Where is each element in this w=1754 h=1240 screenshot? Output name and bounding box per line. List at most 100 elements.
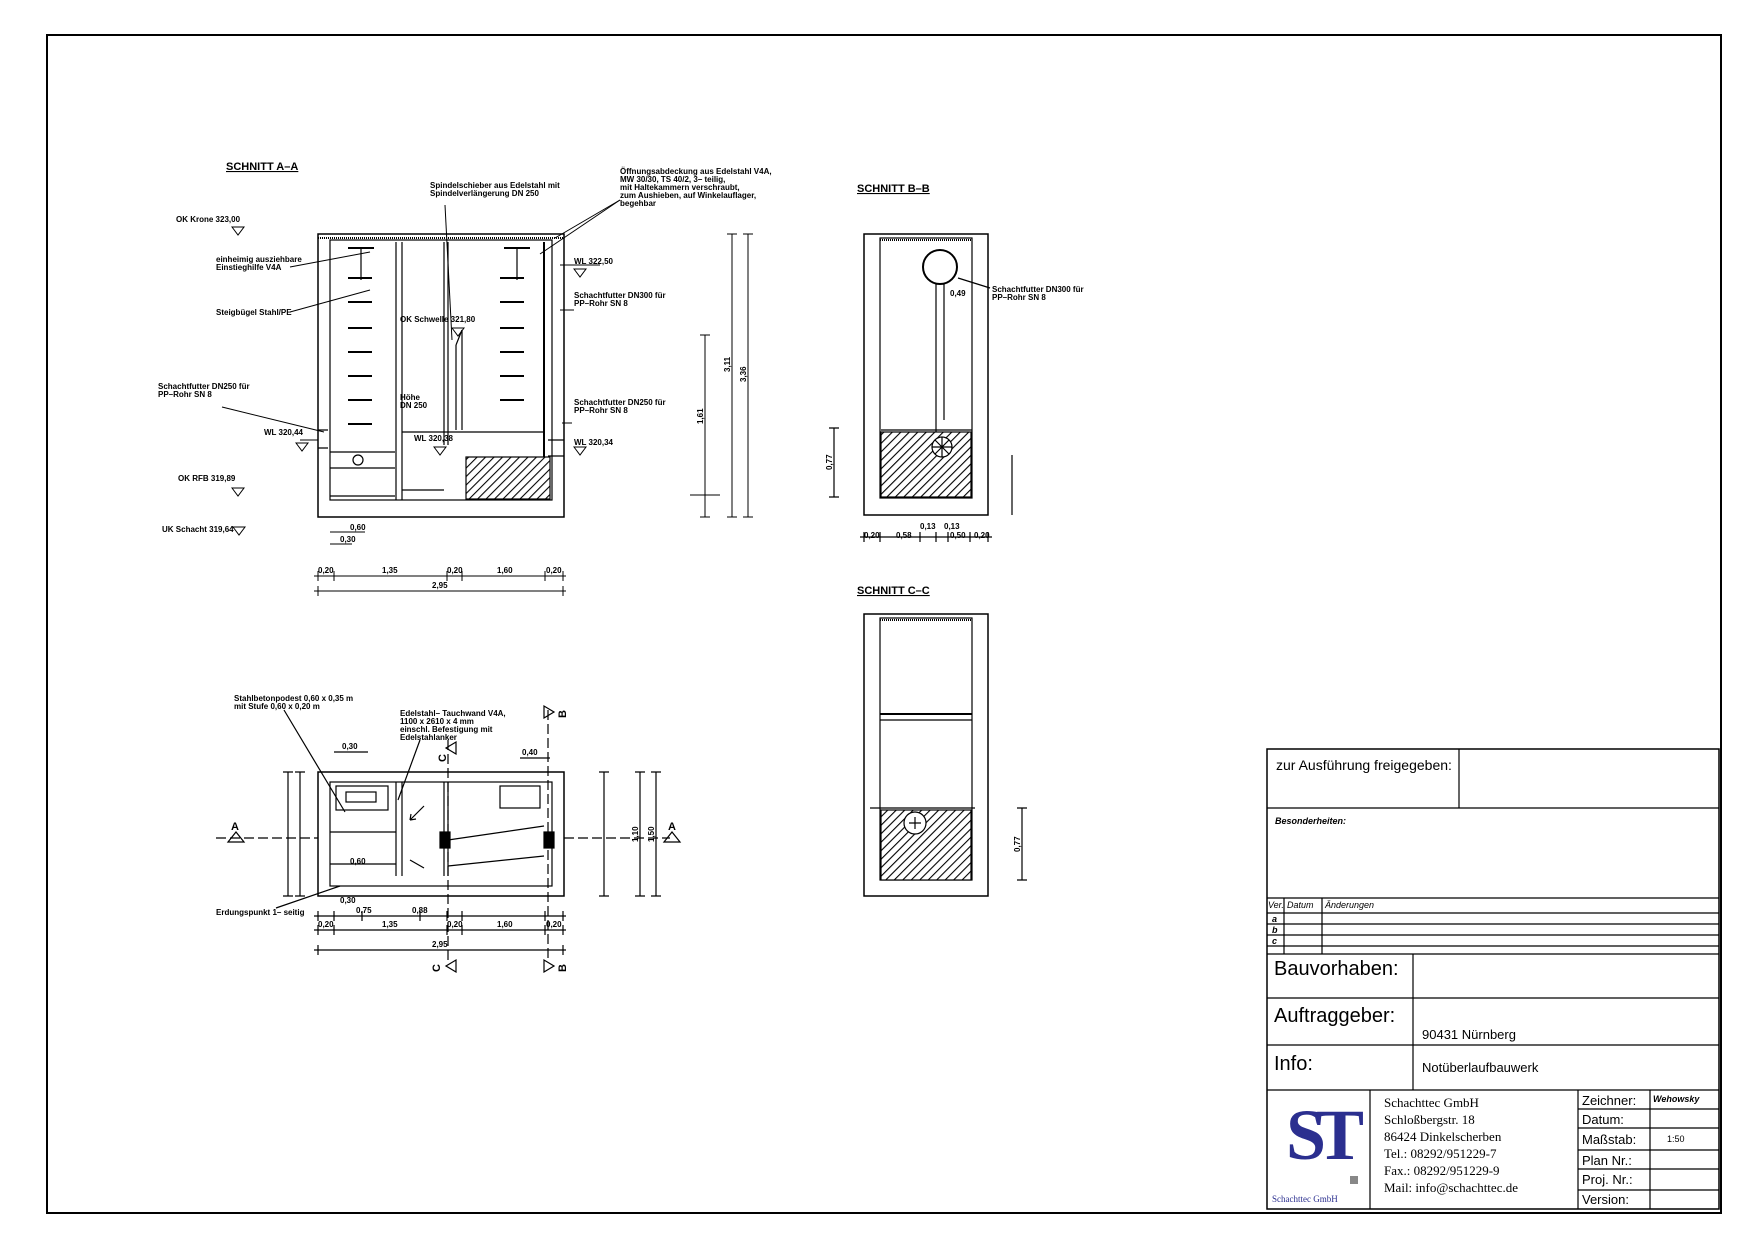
rev-col-aenderungen: Änderungen bbox=[1325, 900, 1375, 910]
label-oeffnung-2: MW 30/30, TS 40/2, 3– teilig, bbox=[620, 175, 725, 184]
label-edelstahl-4: Edelstahlanker bbox=[400, 733, 457, 742]
section-a-title: SCHNITT A–A bbox=[226, 161, 298, 173]
label-uk-schacht: UK Schacht 319,64 bbox=[162, 525, 234, 534]
dim-p-060: 0,60 bbox=[350, 857, 366, 866]
label-edelstahl-2: 1100 x 2610 x 4 mm bbox=[400, 717, 474, 726]
dim-b-013b: 0,13 bbox=[944, 522, 960, 531]
zeichner-value: Wehowsky bbox=[1653, 1094, 1700, 1104]
label-stahlbeton-2: mit Stufe 0,60 x 0,20 m bbox=[234, 702, 320, 711]
label-hoehe-1: Höhe bbox=[400, 393, 421, 402]
dim-b-049: 0,49 bbox=[950, 289, 966, 298]
marker-b-top: B bbox=[557, 710, 569, 718]
dim-p-295: 2,95 bbox=[432, 940, 448, 949]
label-b-schachtfutter-2: PP–Rohr SN 8 bbox=[992, 293, 1046, 302]
label-einstieg-2: Einstieghilfe V4A bbox=[216, 263, 282, 272]
label-wl-320-38: WL 320,38 bbox=[414, 434, 454, 443]
section-b-title: SCHNITT B–B bbox=[857, 183, 930, 195]
dim-a-160: 1,60 bbox=[497, 566, 513, 575]
label-hoehe-2: DN 250 bbox=[400, 401, 428, 410]
rev-col-ver: Ver. bbox=[1268, 900, 1284, 910]
logo-square bbox=[1350, 1176, 1358, 1184]
section-a-drawing bbox=[317, 233, 565, 518]
label-edelstahl-3: einschl. Befestigung mit bbox=[400, 725, 493, 734]
company-logo: ST Schachttec GmbH bbox=[1272, 1094, 1366, 1204]
section-c-drawing bbox=[863, 613, 1027, 897]
datum-label: Datum: bbox=[1582, 1112, 1624, 1127]
dim-p-020a: 0,20 bbox=[318, 920, 334, 929]
dim-a-161: 1,61 bbox=[696, 408, 705, 424]
dim-a-060: 0,60 bbox=[350, 523, 366, 532]
dim-a-020b: 0,20 bbox=[447, 566, 463, 575]
rev-c: c bbox=[1272, 936, 1278, 946]
dim-p-030b: 0,30 bbox=[340, 896, 356, 905]
section-a-dims bbox=[221, 199, 753, 596]
info-value: Notüberlaufbauwerk bbox=[1422, 1060, 1539, 1075]
freigegeben-label: zur Ausführung freigegeben: bbox=[1276, 757, 1452, 773]
rev-b: b bbox=[1272, 925, 1278, 935]
sheet-border bbox=[46, 34, 1722, 1214]
label-oeffnung-1: Öffnungsabdeckung aus Edelstahl V4A, bbox=[620, 167, 772, 176]
marker-c-top: C bbox=[437, 754, 449, 762]
dim-c-077: 0,77 bbox=[1013, 836, 1022, 852]
zeichner-label: Zeichner: bbox=[1582, 1093, 1637, 1108]
dim-p-075: 0,75 bbox=[356, 906, 372, 915]
section-b-drawing bbox=[829, 233, 1013, 542]
label-erdung: Erdungspunkt 1– seitig bbox=[216, 908, 305, 917]
label-spindel-1: Spindelschieber aus Edelstahl mit bbox=[430, 181, 560, 190]
label-wl-322-50: WL 322,50 bbox=[574, 257, 614, 266]
rev-col-datum: Datum bbox=[1287, 900, 1314, 910]
dim-a-030: 0,30 bbox=[340, 535, 356, 544]
label-schachtfutter-l1: Schachtfutter DN250 für bbox=[158, 382, 250, 391]
company-name: Schachttec GmbH bbox=[1384, 1095, 1479, 1110]
version-label: Version: bbox=[1582, 1192, 1629, 1207]
rev-a: a bbox=[1272, 914, 1278, 924]
label-steigbuegel: Steigbügel Stahl/PE bbox=[216, 308, 292, 317]
dim-a-336: 3,36 bbox=[739, 366, 748, 382]
dim-b-020: 0,20 bbox=[864, 531, 880, 540]
besonderheiten-label: Besonderheiten: bbox=[1275, 816, 1347, 826]
label-schachtfutter-dn300-2: PP–Rohr SN 8 bbox=[574, 299, 628, 308]
company-fax: Fax.: 08292/951229-9 bbox=[1384, 1163, 1500, 1178]
label-spindel-2: Spindelverlängerung DN 250 bbox=[430, 189, 539, 198]
dim-b-013a: 0,13 bbox=[920, 522, 936, 531]
label-wl-320-44: WL 320,44 bbox=[264, 428, 304, 437]
dim-a-311: 3,11 bbox=[723, 356, 732, 372]
logo-caption: Schachttec GmbH bbox=[1272, 1194, 1338, 1204]
dim-p-135: 1,35 bbox=[382, 920, 398, 929]
marker-a-right: A bbox=[668, 821, 676, 833]
section-c-title: SCHNITT C–C bbox=[857, 585, 930, 597]
dim-p-020b: 0,20 bbox=[447, 920, 463, 929]
company-city: 86424 Dinkelscherben bbox=[1384, 1129, 1502, 1144]
massstab-value: 1:50 bbox=[1667, 1134, 1685, 1144]
logo-letters: ST bbox=[1286, 1095, 1364, 1175]
label-oeffnung-3: mit Haltekammern verschraubt, bbox=[620, 183, 740, 192]
dim-p-088: 0,88 bbox=[412, 906, 428, 915]
label-edelstahl-1: Edelstahl– Tauchwand V4A, bbox=[400, 709, 506, 718]
dim-b-050: 0,50 bbox=[950, 531, 966, 540]
dim-p-160: 1,60 bbox=[497, 920, 513, 929]
dim-a-020c: 0,20 bbox=[546, 566, 562, 575]
label-schachtfutter-dn300-1: Schachtfutter DN300 für bbox=[574, 291, 666, 300]
label-oeffnung-5: begehbar bbox=[620, 199, 656, 208]
label-b-schachtfutter-1: Schachtfutter DN300 für bbox=[992, 285, 1084, 294]
auftraggeber-label: Auftraggeber: bbox=[1274, 1005, 1396, 1027]
label-schachtfutter-r2: PP–Rohr SN 8 bbox=[574, 406, 628, 415]
dim-p-040: 0,40 bbox=[522, 748, 538, 757]
label-schachtfutter-r1: Schachtfutter DN250 für bbox=[574, 398, 666, 407]
dim-a-135: 1,35 bbox=[382, 566, 398, 575]
company-mail: Mail: info@schachttec.de bbox=[1384, 1180, 1518, 1195]
dim-p-020c: 0,20 bbox=[546, 920, 562, 929]
label-wl-320-34: WL 320,34 bbox=[574, 438, 614, 447]
plan-view-drawing bbox=[216, 704, 682, 974]
info-label: Info: bbox=[1274, 1053, 1313, 1075]
auftraggeber-value: 90431 Nürnberg bbox=[1422, 1027, 1516, 1042]
dim-b-077: 0,77 bbox=[825, 454, 834, 470]
company-tel: Tel.: 08292/951229-7 bbox=[1384, 1146, 1497, 1161]
proj-nr-label: Proj. Nr.: bbox=[1582, 1172, 1633, 1187]
marker-c-bottom: C bbox=[431, 964, 443, 972]
label-schachtfutter-l2: PP–Rohr SN 8 bbox=[158, 390, 212, 399]
label-ok-krone: OK Krone 323,00 bbox=[176, 215, 241, 224]
marker-a-left: A bbox=[231, 821, 239, 833]
dim-p-150: 1,50 bbox=[647, 826, 656, 842]
